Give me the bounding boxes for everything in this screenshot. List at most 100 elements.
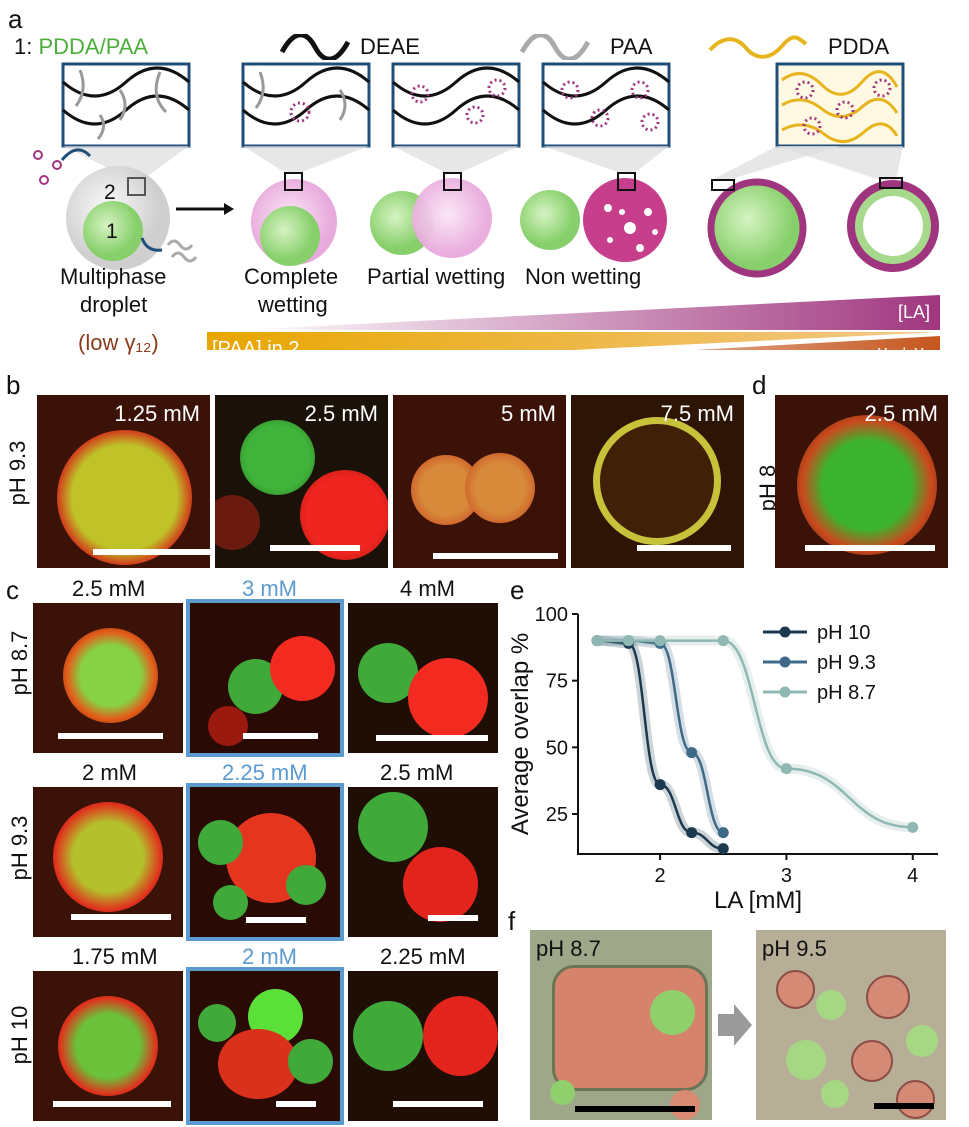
micrograph-c32 — [186, 967, 344, 1125]
panel-f-letter: f — [508, 906, 516, 936]
droplet-label: droplet — [80, 292, 148, 317]
y-tick-label: 75 — [546, 671, 568, 693]
legend-label: pH 10 — [817, 622, 870, 644]
paa-label: PAA — [610, 34, 653, 59]
data-point — [717, 827, 729, 839]
micrograph-b2-label: 2.5 mM — [304, 401, 378, 426]
panel-c-letter: c — [6, 575, 19, 605]
micrograph-c23 — [348, 787, 498, 937]
data-point — [654, 779, 666, 791]
non-wetting-label: Non wetting — [525, 264, 642, 289]
x-tick-label: 3 — [781, 865, 792, 887]
data-point — [686, 747, 698, 759]
wetting-label: wetting — [258, 292, 328, 317]
data-point — [907, 821, 919, 833]
non-wetting-droplet — [520, 190, 580, 250]
c-row2-ph: pH 9.3 — [7, 815, 32, 881]
series-band — [596, 635, 726, 838]
c-row1-conc1: 2.5 mM — [72, 576, 146, 601]
data-point — [780, 763, 792, 775]
panel-b-ph: pH 9.3 — [5, 440, 30, 506]
panel-e-letter: e — [510, 575, 525, 605]
c-row3-conc3: 2.25 mM — [380, 944, 466, 969]
micrograph-b3-label: 5 mM — [501, 401, 556, 426]
c-row1-conc3: 4 mM — [400, 576, 455, 601]
data-point — [654, 635, 666, 647]
gamma-gradient-label: γ₂ + γ₁₂ — [878, 342, 937, 362]
overlap-chart: 25 50 75 100 2 3 4 LA [mM] Average overlap % pH 1… — [507, 604, 938, 914]
partial-wetting-label: Partial wetting — [367, 264, 506, 289]
panel-d-letter: d — [752, 370, 767, 400]
x-tick-label: 4 — [907, 865, 918, 887]
micrograph-b3: 5 mM — [393, 395, 566, 568]
c-row2-conc3: 2.5 mM — [380, 760, 454, 785]
deae-icon — [280, 34, 350, 60]
c-row1-conc2: 3 mM — [242, 576, 297, 601]
micrograph-f1-label: pH 8.7 — [536, 936, 601, 961]
wetting-schematic — [33, 62, 940, 350]
c-row3-ph: pH 10 — [7, 1005, 32, 1065]
paa-gradient-label: [PAA] in 2 — [212, 338, 300, 360]
paa-gradient — [207, 332, 940, 350]
y-tick-label: 50 — [546, 737, 568, 759]
legend-label: pH 8.7 — [817, 682, 876, 704]
y-tick-label: 25 — [546, 804, 568, 826]
micrograph-b4: 7.5 mM — [571, 395, 744, 568]
data-point — [591, 635, 603, 647]
x-tick-label: 2 — [655, 865, 666, 887]
c-row2-conc1: 2 mM — [82, 760, 137, 785]
chart-axes — [577, 614, 938, 855]
micrograph-f2: pH 9.5 — [756, 930, 946, 1120]
panel-b-letter: b — [6, 370, 21, 400]
micrograph-b1-label: 1.25 mM — [114, 401, 200, 426]
data-point — [686, 827, 698, 839]
multiphase-label: Multiphase — [60, 264, 167, 289]
la-gradient-label: [LA] — [898, 302, 931, 322]
transition-arrow-icon — [718, 1004, 752, 1046]
la-gradient — [238, 295, 940, 330]
data-point — [717, 635, 729, 647]
data-point — [623, 635, 635, 647]
micrograph-f1: pH 8.7 — [530, 930, 712, 1120]
micrograph-c31 — [33, 971, 183, 1121]
pdda-label: PDDA — [828, 34, 890, 59]
low-gamma-label: (low γ₁₂) — [78, 330, 159, 355]
micrograph-d-label: 2.5 mM — [864, 401, 938, 426]
legend-marker — [779, 626, 791, 638]
series-band — [596, 635, 724, 854]
species-1-label: 1: PDDA/PAA — [14, 34, 148, 60]
micrograph-f2-label: pH 9.5 — [762, 936, 827, 961]
c-row2-conc2: 2.25 mM — [222, 760, 308, 785]
micrograph-b4-label: 7.5 mM — [660, 401, 734, 426]
c-row3-conc2: 2 mM — [242, 944, 297, 969]
c-row1-ph: pH 8.7 — [7, 630, 32, 696]
c-row3-conc1: 1.75 mM — [72, 944, 158, 969]
droplet-label-2: 2 — [104, 181, 116, 204]
coated-droplet — [707, 178, 807, 278]
species-1-name: PDDA/PAA — [38, 34, 149, 59]
legend-marker — [779, 686, 791, 698]
inset-boxes — [61, 62, 905, 148]
species-1-num: 1: — [14, 34, 33, 59]
panel-a-letter: a — [8, 4, 23, 34]
micrograph-c13 — [348, 603, 498, 753]
pdda-icon — [708, 35, 808, 59]
micrograph-c21 — [33, 787, 183, 937]
legend-marker — [779, 656, 791, 668]
micrograph-c11 — [33, 603, 183, 753]
micrograph-b2: 2.5 mM — [215, 395, 388, 568]
micrograph-d: 2.5 mM — [775, 395, 948, 568]
deae-label: DEAE — [360, 34, 420, 59]
micrograph-c33 — [348, 971, 498, 1121]
x-axis-label: LA [mM] — [714, 887, 802, 914]
data-point — [717, 843, 729, 855]
micrograph-b1: 1.25 mM — [37, 395, 210, 568]
micrograph-c22 — [186, 783, 344, 941]
droplet-label-1: 1 — [106, 220, 118, 243]
y-tick-label: 100 — [535, 604, 568, 626]
y-axis-label: Average overlap % — [507, 633, 534, 835]
complete-label: Complete — [244, 264, 339, 289]
legend-label: pH 9.3 — [817, 652, 876, 674]
paa-icon — [520, 34, 590, 60]
